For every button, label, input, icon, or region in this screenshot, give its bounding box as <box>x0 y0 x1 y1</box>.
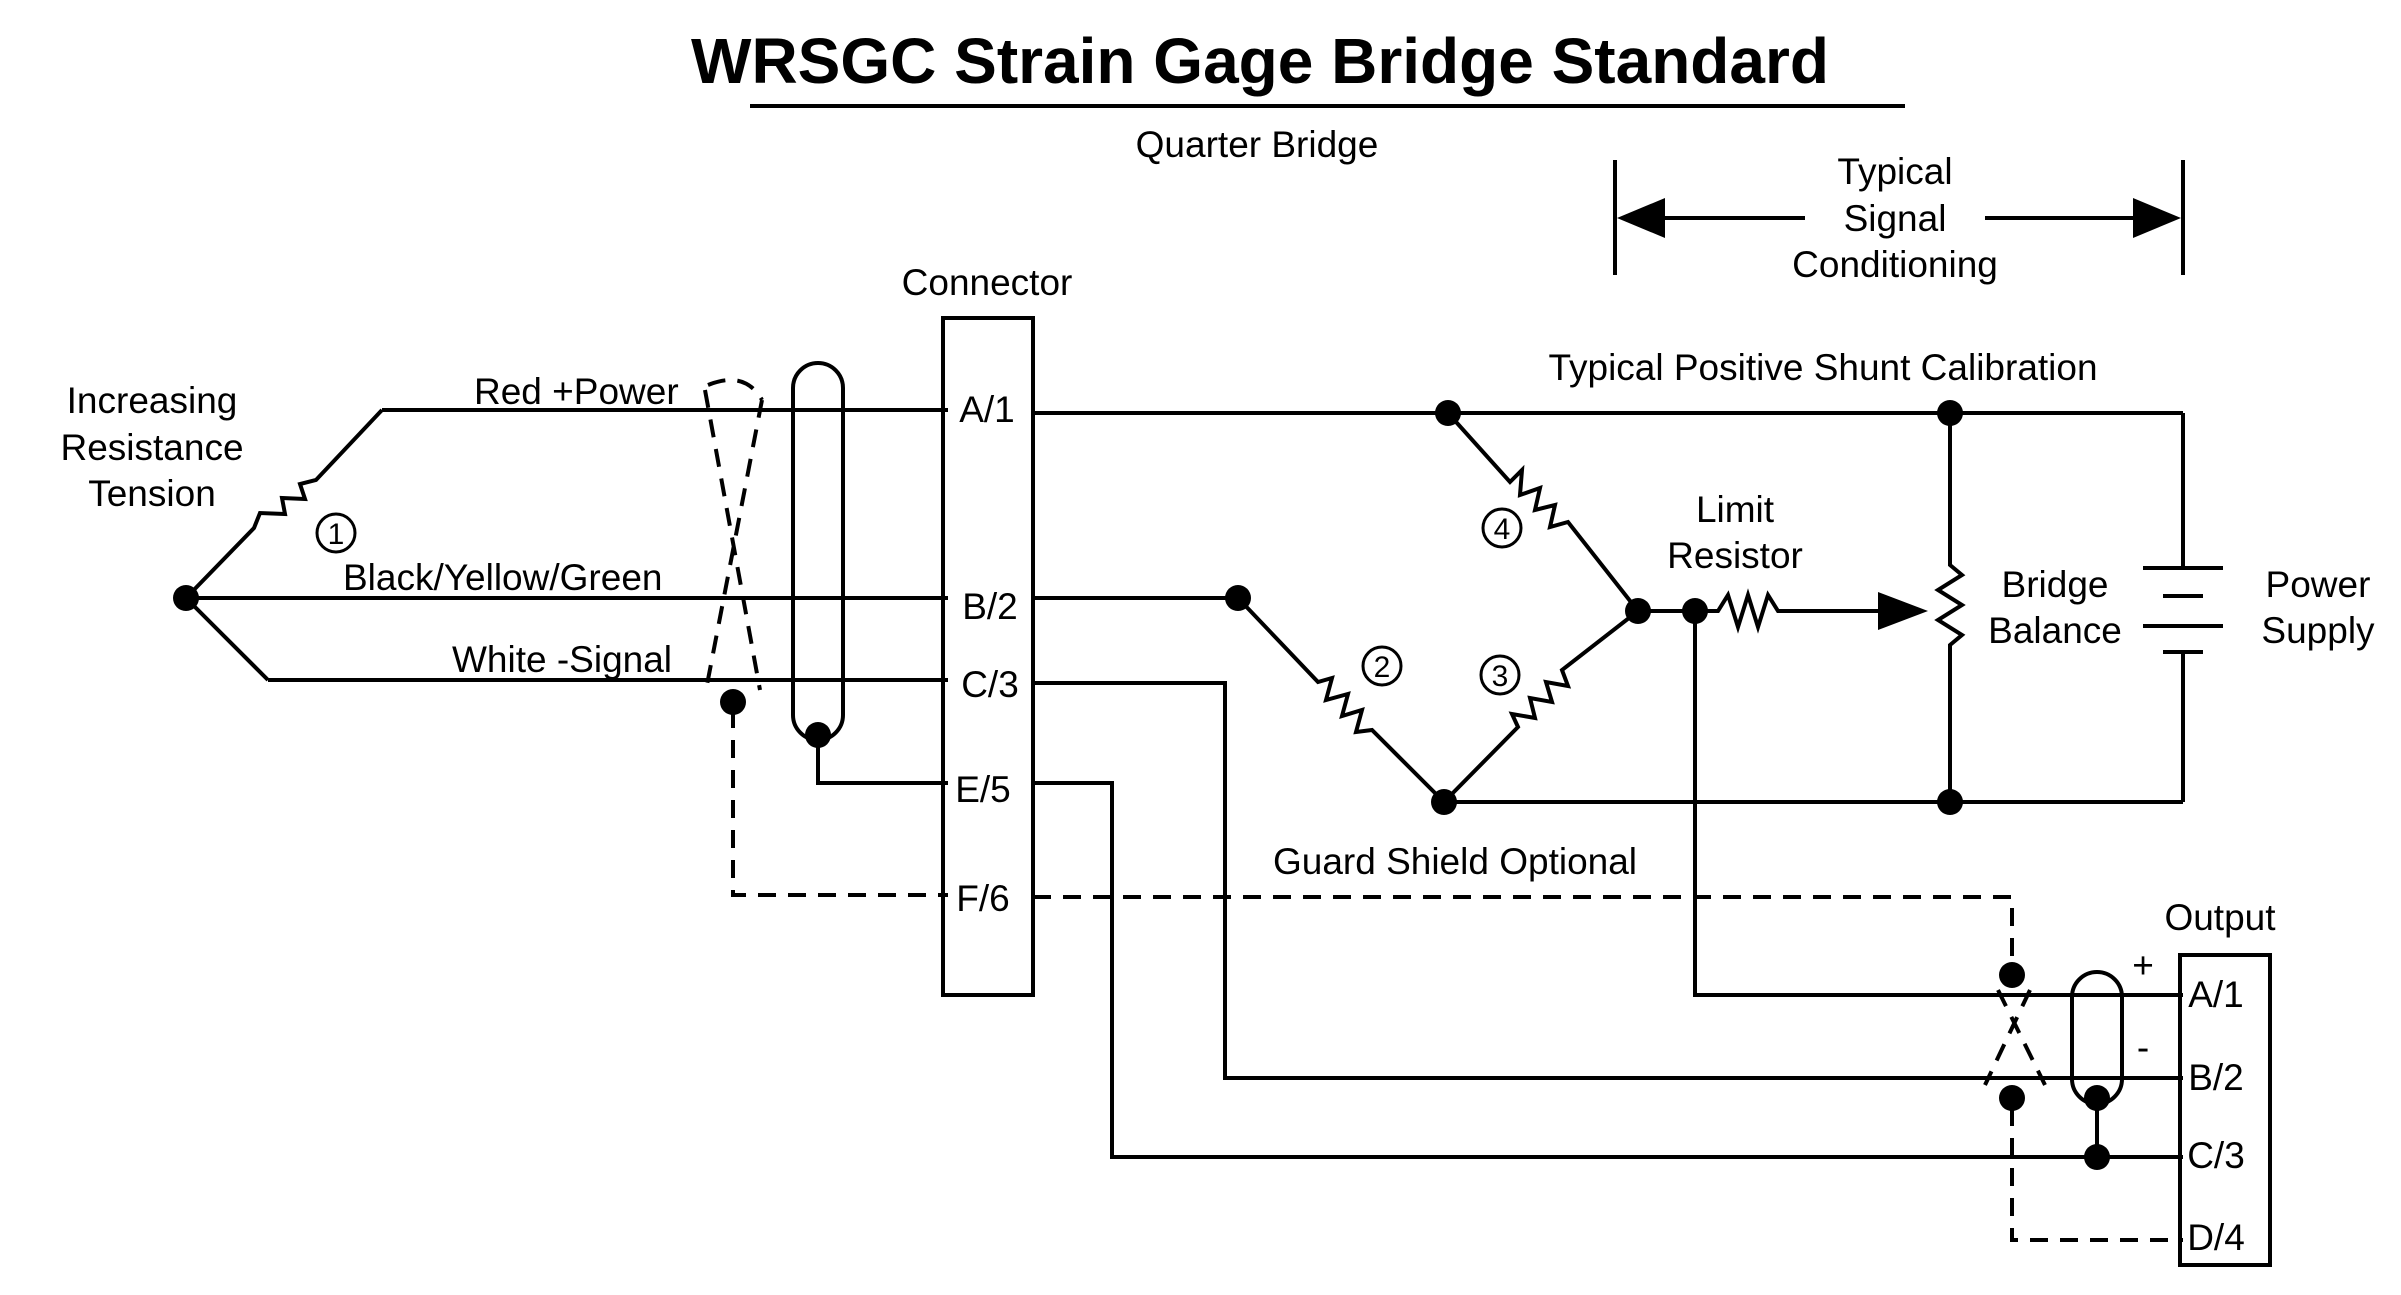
output-title: Output <box>2164 897 2276 938</box>
output-pin-b2: B/2 <box>2188 1057 2244 1098</box>
cable-shield <box>791 361 845 742</box>
guard-shield-label: Guard Shield Optional <box>1273 841 1637 882</box>
gage-node-dot <box>173 585 199 611</box>
arrowhead-right <box>2133 198 2181 238</box>
connector-pin-a1: A/1 <box>959 389 1015 430</box>
output-guard-shield <box>1983 962 2183 1242</box>
gage-label-1: Increasing <box>67 380 238 421</box>
shield-drain-wire <box>816 735 948 785</box>
bridge-balance-label-2: Balance <box>1988 610 2122 651</box>
gage-label-3: Tension <box>88 473 216 514</box>
output-plus-sign: + <box>2132 945 2154 986</box>
output-pin-d4: D/4 <box>2187 1217 2245 1258</box>
connector-pin-c3: C/3 <box>961 664 1019 705</box>
output-connector-body <box>2178 953 2272 1267</box>
bridge-balance-label-1: Bridge <box>2002 564 2109 605</box>
wire-label-red: Red +Power <box>474 371 679 412</box>
output-drain-dot <box>2084 1144 2110 1170</box>
wire-f6-guard <box>1033 895 2014 968</box>
signal-conditioning-label-2: Signal <box>1844 198 1947 239</box>
bridge-balance-potentiometer <box>1934 413 1966 802</box>
bridge-resistor-4: 4 <box>1446 411 1640 613</box>
power-supply-label-2: Supply <box>2261 610 2375 651</box>
wire-label-white: White -Signal <box>452 639 672 680</box>
gage-to-white-wire <box>184 596 270 682</box>
limit-resistor <box>1638 588 1882 634</box>
subtitle: Quarter Bridge <box>1136 124 1379 165</box>
output-cable-shield <box>2070 970 2124 1106</box>
power-supply-label-1: Power <box>2266 564 2371 605</box>
limit-resistor-label-2: Resistor <box>1667 535 1803 576</box>
wire-e5-to-output <box>1033 781 2183 1159</box>
bridge-resistor-2: 2 <box>1236 596 1446 804</box>
arrowhead-left <box>1617 198 1665 238</box>
power-supply-battery <box>2143 566 2223 654</box>
signal-conditioning-label-1: Typical <box>1837 151 1952 192</box>
strain-gage-resistor-1: 1 <box>184 408 384 600</box>
diagram-title: WRSGC Strain Gage Bridge Standard <box>691 25 1829 97</box>
gage-label-2: Resistance <box>60 427 243 468</box>
connector-body <box>941 316 1035 997</box>
output-pin-c3: C/3 <box>2187 1135 2245 1176</box>
signal-conditioning-bracket: Typical Signal Conditioning <box>1613 151 2185 285</box>
connector-pin-b2: B/2 <box>962 586 1018 627</box>
shunt-calibration-label: Typical Positive Shunt Calibration <box>1548 347 2097 388</box>
wiper-arrow <box>1878 592 1928 630</box>
guard-shield-cable <box>703 378 948 897</box>
output-pin-a1: A/1 <box>2188 974 2244 1015</box>
connector-title: Connector <box>902 262 1073 303</box>
output-minus-sign: - <box>2137 1027 2149 1068</box>
connector-pin-e5: E/5 <box>955 769 1011 810</box>
signal-conditioning-label-3: Conditioning <box>1792 244 1998 285</box>
resistor-number-2: 2 <box>1374 651 1391 684</box>
wire-label-black: Black/Yellow/Green <box>343 557 662 598</box>
resistor-number-4: 4 <box>1494 513 1511 546</box>
wire-c3-to-output <box>1033 681 2183 1080</box>
connector-pin-f6: F/6 <box>956 878 1009 919</box>
resistor-number-1: 1 <box>328 518 345 551</box>
pot-top-node <box>1937 400 1963 426</box>
pot-bottom-node <box>1937 789 1963 815</box>
resistor-number-3: 3 <box>1492 660 1509 693</box>
limit-resistor-label-1: Limit <box>1696 489 1775 530</box>
bridge-resistor-3: 3 <box>1442 609 1640 804</box>
limit-to-output-wire <box>1693 611 2183 997</box>
